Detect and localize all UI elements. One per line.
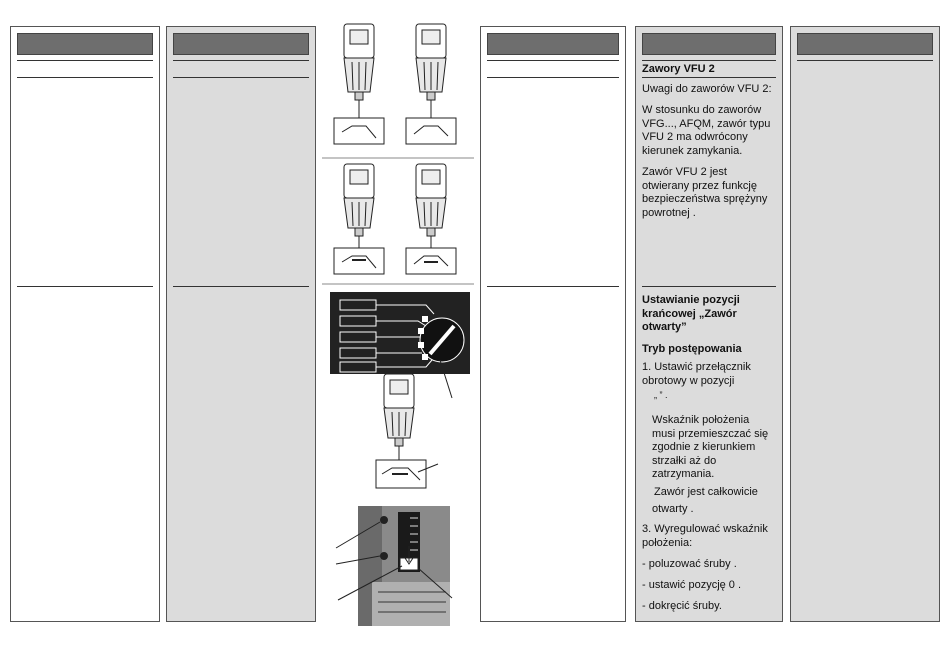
column-1-rule: [17, 286, 153, 287]
step-3: 3. Wyregulować wskaźnik położenia:: [642, 523, 768, 549]
column-4: [480, 26, 626, 622]
actuator-icon: [375, 373, 439, 489]
actuator-illustrations: [322, 23, 474, 626]
callout-lines: [335, 521, 453, 601]
rotary-switch-panel: [330, 292, 470, 374]
column-6: [790, 26, 940, 622]
actuator-icon: [405, 23, 457, 145]
column-4-rule: [487, 286, 619, 287]
column-4-rule: [487, 77, 619, 78]
column-1-rule: [17, 77, 153, 78]
column-2-rule: [173, 77, 309, 78]
column-6-rule: [797, 60, 933, 61]
column-5: Zawory VFU 2 Uwagi do zaworów VFU 2: W s…: [635, 26, 783, 622]
step-1-quote: „ ” .: [654, 390, 668, 400]
actuator-icon: [333, 23, 385, 145]
section-title: Ustawianie pozycji krańcowej „Zawór otwa…: [642, 294, 740, 333]
column-5-rule: [642, 77, 776, 78]
paragraph: Zawór VFU 2 jest otwierany przez funkcję…: [642, 166, 768, 219]
callout-line: [439, 359, 453, 399]
column-5-header-bar: [642, 33, 776, 55]
position-indicator-photo: [358, 506, 450, 626]
procedure-heading: Tryb postępowania: [642, 343, 742, 355]
column-1: [10, 26, 160, 622]
column-2: [166, 26, 316, 622]
paragraph: W stosunku do zaworów VFG..., AFQM, zawó…: [642, 104, 771, 157]
column-2-rule: [173, 60, 309, 61]
column-1-header-bar: [17, 33, 153, 55]
column-4-rule: [487, 60, 619, 61]
bullet-item: - poluzować śruby .: [642, 558, 737, 570]
notes-heading: Uwagi do zaworów VFU 2:: [642, 83, 772, 95]
column-2-rule: [173, 286, 309, 287]
column-5-rule: [642, 286, 776, 287]
indicator-text: Wskaźnik położenia musi przemieszczać si…: [652, 414, 769, 480]
actuator-icon: [405, 163, 457, 275]
column-2-header-bar: [173, 33, 309, 55]
illustrations-column: [322, 22, 474, 626]
column-5-rule: [642, 60, 776, 61]
section-title: Zawory VFU 2: [642, 63, 715, 75]
valve-open-text: Zawór jest całkowicie: [654, 486, 758, 498]
column-4-header-bar: [487, 33, 619, 55]
bullet-item: - dokręcić śruby.: [642, 600, 722, 612]
valve-open-text-2: otwarty .: [652, 503, 694, 515]
actuator-icon: [333, 163, 385, 275]
bullet-item: - ustawić pozycję 0 .: [642, 579, 742, 591]
column-6-header-bar: [797, 33, 933, 55]
step-1: 1. Ustawić przełącznik obrotowy w pozycj…: [642, 361, 751, 387]
column-1-rule: [17, 60, 153, 61]
